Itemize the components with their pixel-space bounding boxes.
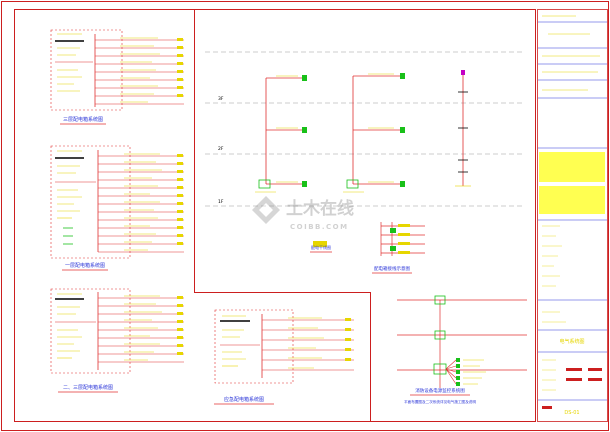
riser-caption-block: 配电干线图 (310, 241, 332, 253)
diagram-caption-1: 配电干线图 (311, 244, 331, 250)
drawing-number: DS-01 (564, 410, 579, 416)
watermark-cn: 土木在线 (286, 198, 354, 219)
drawing-name: 电气系统图 (559, 338, 584, 345)
bottom-note: 平面布置图及二次系统详见电气施工图及说明 (404, 399, 476, 404)
diagram-caption-2: 配电箱接线示意图 (374, 265, 410, 272)
floor-label-3f: 3F (218, 96, 224, 102)
schematic-caption-1: 三层配电箱系统图 (63, 116, 103, 123)
watermark-en: COIBB.COM (290, 223, 349, 231)
region-divider (194, 9, 371, 422)
schematic-caption-4: 应急配电箱系统图 (224, 396, 264, 403)
floor-label-1f: 1F (218, 199, 224, 205)
panel-schematic-2: 一层配电箱系统图 (50, 145, 184, 271)
schematic-caption-2: 一层配电箱系统图 (65, 262, 105, 269)
title-block: 电气系统图 DS-01 (537, 9, 608, 422)
riser-diagram: 3F 2F 1F (205, 51, 525, 207)
wiring-detail: 配电箱接线示意图 (372, 222, 425, 274)
panel-schematic-4: 应急配电箱系统图 (214, 309, 354, 405)
fire-monitoring-diagram: 消防设备电源监控系统图 平面布置图及二次系统详见电气施工图及说明 (397, 295, 527, 404)
diagram-caption-3: 消防设备电源监控系统图 (415, 387, 465, 394)
inner-frame (14, 9, 536, 422)
panel-schematic-1: 三层配电箱系统图 (50, 29, 184, 125)
floor-label-2f: 2F (218, 146, 224, 152)
watermark: 土木在线 COIBB.COM (252, 196, 354, 231)
panel-schematic-3: 二、三层配电箱系统图 (50, 288, 184, 393)
schematic-caption-3: 二、三层配电箱系统图 (63, 384, 113, 391)
